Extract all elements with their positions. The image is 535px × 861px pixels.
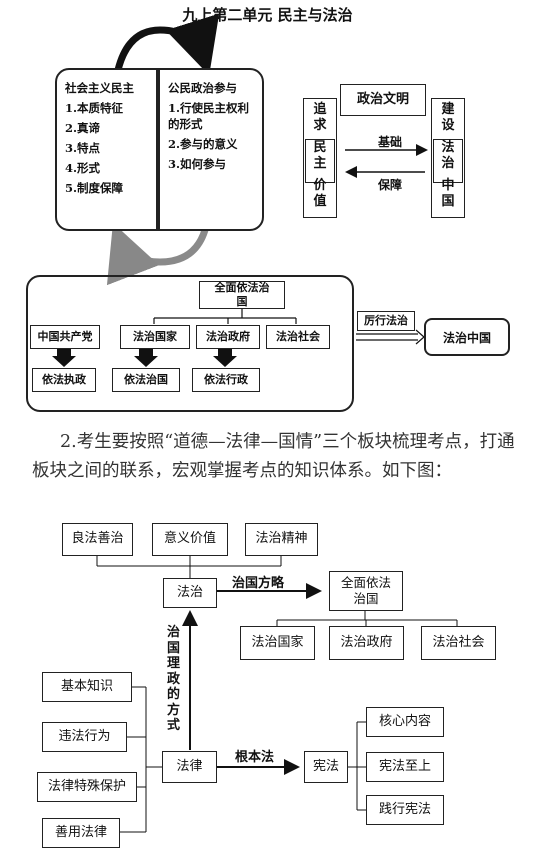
rule-society-box-2: 法治社会 — [421, 626, 496, 660]
law-spirit-box: 法治精神 — [245, 523, 318, 556]
participation-item: 1.行使民主权利的形式 — [168, 101, 250, 131]
rule-of-law-frame — [26, 275, 354, 412]
law-society-box: 法治社会 — [266, 325, 330, 349]
meaning-value-box: 意义价值 — [152, 523, 228, 556]
democracy-item: 4.形式 — [65, 161, 101, 175]
law-nation-box: 法治国家 — [120, 325, 190, 349]
foundation-label: 基础 — [377, 135, 402, 149]
use-law-box: 善用法律 — [42, 818, 120, 848]
democracy-highlight — [305, 139, 335, 183]
good-law-box: 良法善治 — [62, 523, 133, 556]
democracy-item: 2.真谛 — [65, 121, 101, 135]
page-title: 九上第二单元 民主与法治 — [182, 6, 353, 24]
fundamental-law-label: 根本法 — [235, 750, 275, 765]
falv-box: 法律 — [162, 751, 217, 783]
fazhi-box: 法治 — [163, 578, 217, 608]
pursue-democracy-text: 追求 民主 价值 — [313, 102, 327, 209]
governance-strategy-label: 治国方略 — [232, 576, 285, 591]
special-protection-box: 法律特殊保护 — [37, 772, 137, 802]
instruction-paragraph: 2.考生要按照“道德—法律—国情”三个板块梳理考点，打通板块之间的联系，宏观掌握… — [32, 432, 515, 481]
law-china-box: 法治中国 — [424, 318, 510, 356]
build-law-text: 建设 法治 中国 — [441, 102, 455, 209]
democracy-heading: 社会主义民主 — [65, 81, 134, 95]
law-gov-box: 法治政府 — [196, 325, 260, 349]
practice-constitution-box: 践行宪法 — [366, 795, 444, 825]
governance-method-label: 治国理政的方式 — [167, 625, 181, 733]
enforce-law-label: 厉行法治 — [357, 311, 415, 331]
rule-admin-box: 依法行政 — [192, 368, 260, 392]
cpc-box: 中国共产党 — [30, 325, 100, 349]
rule-gov-box: 依法执政 — [32, 368, 96, 392]
rule-nation-box: 依法治国 — [112, 368, 180, 392]
xianfa-box: 宪法 — [304, 751, 348, 783]
law-highlight — [433, 139, 463, 183]
democracy-item: 1.本质特征 — [65, 101, 124, 115]
rule-gov-box-2: 法治政府 — [329, 626, 404, 660]
basic-knowledge-box: 基本知识 — [42, 672, 132, 702]
illegal-act-box: 违法行为 — [42, 722, 127, 752]
build-law-col — [431, 98, 465, 218]
participation-heading: 公民政治参与 — [168, 81, 237, 95]
democracy-item: 5.制度保障 — [65, 181, 124, 195]
participation-item: 2.参与的意义 — [168, 137, 238, 151]
guarantee-label: 保障 — [377, 178, 402, 192]
core-content-box: 核心内容 — [366, 707, 444, 737]
comprehensive-box: 全面依法治国 — [199, 281, 285, 309]
constitution-supreme-box: 宪法至上 — [366, 752, 444, 782]
democracy-box: 社会主义民主 1.本质特征 2.真谛 3.特点 4.形式 5.制度保障 — [55, 68, 158, 231]
participation-box: 公民政治参与 1.行使民主权利的形式 2.参与的意义 3.如何参与 — [158, 68, 264, 231]
pursue-democracy-col — [303, 98, 337, 218]
participation-item: 3.如何参与 — [168, 157, 227, 171]
democracy-item: 3.特点 — [65, 141, 101, 155]
rule-nation-box-2: 法治国家 — [240, 626, 315, 660]
political-civilization-box: 政治文明 — [340, 84, 426, 116]
comprehensive-rule-box: 全面依法治国 — [329, 571, 403, 611]
